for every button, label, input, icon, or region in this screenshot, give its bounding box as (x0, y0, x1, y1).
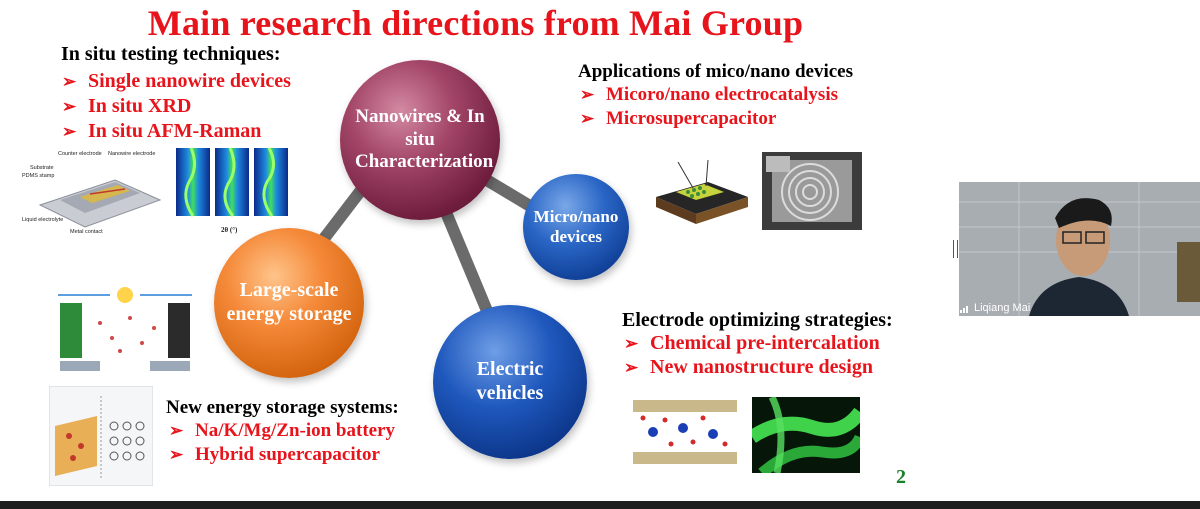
applications-heading: Applications of mico/nano devices (578, 61, 853, 82)
bullet-arrow-icon: ➢ (624, 358, 639, 377)
presentation-slide: Main research directions from Mai Group … (22, 3, 906, 488)
bullet-item: ➢Hybrid supercapacitor (169, 444, 380, 465)
slide-title: Main research directions from Mai Group (147, 3, 804, 43)
xrd-heatmap-figure: 2θ (°) (176, 147, 288, 234)
bullet-arrow-icon: ➢ (62, 72, 77, 91)
bullet-arrow-icon: ➢ (62, 97, 77, 116)
new-energy-heading: New energy storage systems: (166, 397, 399, 418)
page-number: 2 (896, 466, 906, 488)
sphere-large-scale-energy-storage: Large-scale energy storage (214, 228, 364, 378)
battery-schematic-figure (50, 283, 200, 373)
xrd-axis-label: 2θ (°) (221, 226, 238, 234)
micro-device-figure (648, 152, 752, 230)
bullet-item: ➢Single nanowire devices (62, 70, 291, 92)
in-situ-heading: In situ testing techniques: (61, 43, 281, 65)
bullet-arrow-icon: ➢ (62, 122, 77, 141)
electrode-heading: Electrode optimizing strategies: (622, 309, 893, 331)
participant-video-tile[interactable] (959, 182, 1200, 316)
device-label: Metal contact (70, 229, 103, 235)
sphere-micro-nano-devices: Micro/nano devices (523, 174, 629, 280)
bullet-item: ➢In situ XRD (62, 95, 192, 117)
participant-name-label: Liqiang Mai (960, 302, 1030, 314)
bullet-item: ➢Microsupercapacitor (580, 108, 777, 129)
ion-battery-figure (49, 386, 153, 486)
sphere-nanowires: Nanowires & In situ Characterization (340, 60, 500, 220)
bullet-item: ➢Chemical pre-intercalation (624, 332, 880, 354)
device-label: Nanowire electrode (108, 151, 155, 157)
green-nanostructure-figure (752, 397, 860, 473)
panel-resize-handle[interactable] (953, 240, 958, 258)
device-label: Counter electrode (58, 151, 102, 157)
bullet-item: ➢New nanostructure design (624, 356, 873, 378)
bottom-bar (0, 501, 1200, 509)
device-label: Substrate (30, 165, 54, 171)
spiral-electrode-figure (762, 152, 862, 230)
nanowire-device-figure: Counter electrode Nanowire electrode Sub… (22, 151, 162, 235)
bullet-arrow-icon: ➢ (169, 445, 184, 464)
bullet-item: ➢Micoro/nano electrocatalysis (580, 84, 838, 105)
bullet-item: ➢Na/K/Mg/Zn-ion battery (169, 420, 396, 441)
bullet-arrow-icon: ➢ (580, 85, 595, 104)
signal-bars-icon (960, 305, 968, 313)
bullet-arrow-icon: ➢ (624, 334, 639, 353)
device-label: Liquid electrolyte (22, 217, 63, 223)
device-label: PDMS stamp (22, 173, 54, 179)
bullet-arrow-icon: ➢ (169, 421, 184, 440)
sphere-electric-vehicles: Electric vehicles (433, 305, 587, 459)
participant-video-feed (959, 182, 1200, 316)
bullet-arrow-icon: ➢ (580, 109, 595, 128)
layered-structure-figure (633, 400, 737, 464)
bullet-item: ➢In situ AFM-Raman (62, 120, 262, 142)
